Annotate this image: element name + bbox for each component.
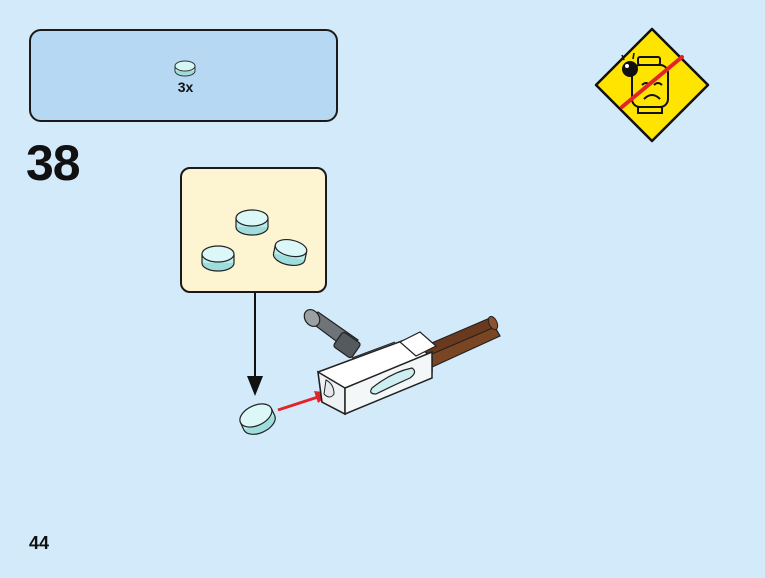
step-number: 38 (26, 135, 81, 191)
round-tile-icon (239, 403, 276, 435)
red-arrow-line (277, 395, 319, 412)
down-arrow-icon (247, 376, 263, 396)
round-tile-icon (272, 239, 308, 267)
round-tile-icon (174, 60, 196, 77)
round-tile-icon (235, 209, 269, 236)
parts-list-box: 3x (29, 29, 338, 122)
grey-axle-icon (303, 309, 361, 359)
callout-tiles (201, 209, 308, 272)
part-count: 3x (177, 79, 194, 95)
page-number: 44 (29, 533, 50, 553)
brown-bar-icon (419, 315, 501, 369)
white-brick-icon (317, 331, 438, 416)
no-choking-hazard-warning-icon (594, 27, 710, 143)
round-tile-icon (201, 245, 235, 272)
callout-box (180, 167, 327, 293)
